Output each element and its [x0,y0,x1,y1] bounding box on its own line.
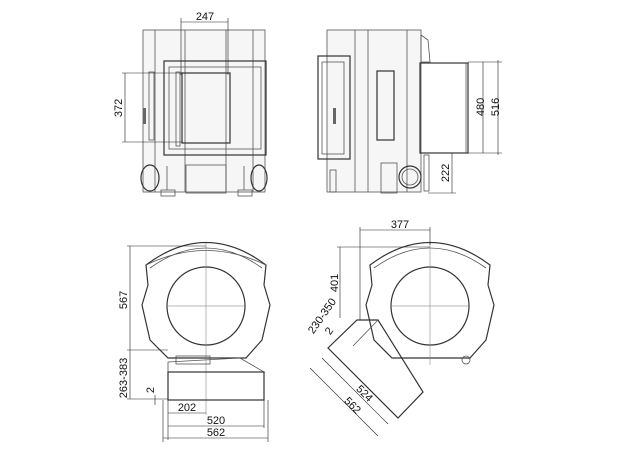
top-view-straight: 567 263-383 2 202 520 562 [118,241,271,442]
angled-base-box [327,319,424,419]
dim-567: 567 [118,291,130,309]
dim-372: 372 [113,99,125,117]
dim-202: 202 [178,402,196,414]
side-duct [398,165,422,189]
dim-480: 480 [475,98,487,116]
front-frame [163,60,267,156]
left-duct [140,164,160,192]
base-box [167,371,265,401]
dim-562-angled: 562 [341,395,362,416]
dim-247: 247 [196,11,214,23]
dim-2: 2 [145,387,157,393]
dim-263-383: 263-383 [118,358,130,398]
dim-401: 401 [329,274,341,292]
door-glass [181,72,231,144]
stove-body-outline-angled [365,241,495,359]
front-body [142,29,266,193]
side-door [317,55,351,160]
side-air-box [419,62,469,154]
dim-520: 520 [207,415,225,427]
side-view: 480 516 222 [317,29,502,194]
right-duct [250,164,268,192]
side-window [376,70,395,141]
top-view-angled: 377 401 230-350 2 524 562 [306,219,495,437]
dim-2-angled: 2 [323,325,336,337]
dim-377: 377 [391,219,409,231]
front-view: 247 372 [113,11,268,197]
dim-516: 516 [490,98,502,116]
side-body [326,29,422,193]
dim-222: 222 [440,164,452,182]
dim-562: 562 [207,427,225,439]
